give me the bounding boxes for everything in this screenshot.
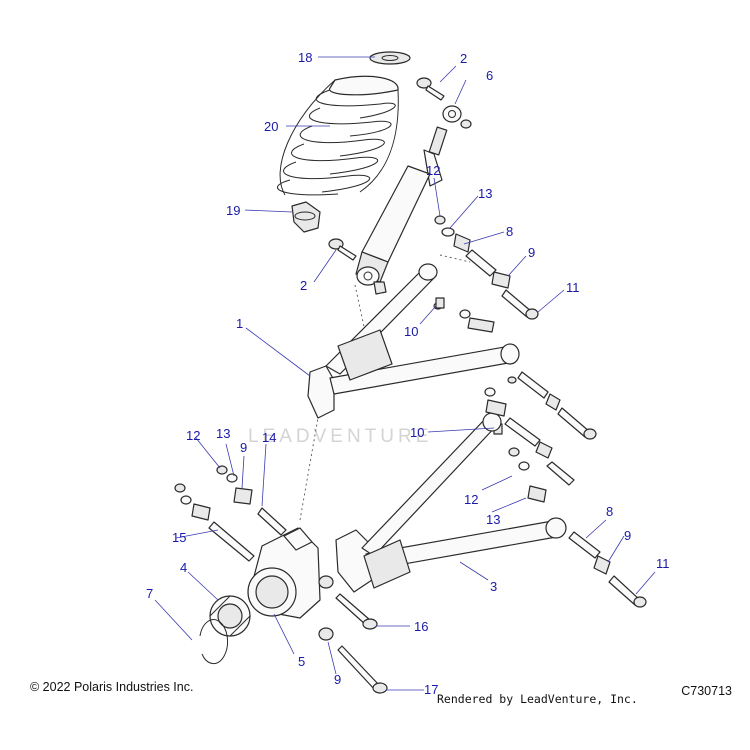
part-2-shock-bolt-lower	[328, 238, 387, 295]
callout-14: 14	[262, 430, 276, 445]
part-19-spring-seat	[291, 201, 321, 233]
callout-2-upper: 2	[460, 51, 467, 66]
drawing-number: C730713	[681, 684, 732, 698]
part-6-shock-bushing	[442, 105, 472, 129]
callout-9-left: 9	[240, 440, 247, 455]
upper-hardware-stack	[434, 215, 539, 320]
part-20-coil-spring	[277, 75, 399, 196]
copyright-text: © 2022 Polaris Industries Inc.	[30, 680, 194, 694]
callout-12-upper: 12	[426, 163, 440, 178]
rendered-by-text: Rendered by LeadVenture, Inc.	[437, 692, 638, 706]
callout-8-lower: 8	[606, 504, 613, 519]
callout-11-lower: 11	[656, 556, 670, 571]
callout-12-lower: 12	[464, 492, 478, 507]
watermark-text: LEADVENTURE	[248, 426, 433, 447]
callout-10-lower: 10	[410, 425, 424, 440]
callout-9-bottom: 9	[334, 672, 341, 687]
part-16-17-bolts	[335, 593, 388, 694]
callout-20: 20	[264, 119, 278, 134]
callout-13-upper: 13	[478, 186, 492, 201]
callout-10-upper: 10	[404, 324, 418, 339]
callout-9-lower-right: 9	[624, 528, 631, 543]
callout-5: 5	[298, 654, 305, 669]
callout-3: 3	[490, 579, 497, 594]
callout-13-lower: 13	[486, 512, 500, 527]
callout-6: 6	[486, 68, 493, 83]
callout-12-left: 12	[186, 428, 200, 443]
callout-16: 16	[414, 619, 428, 634]
callout-15: 15	[172, 530, 186, 545]
part-7-retaining-ring	[199, 619, 228, 664]
callout-17: 17	[424, 682, 438, 697]
part-18-spring-retainer	[369, 51, 411, 65]
part-4-bearing	[209, 595, 251, 637]
callout-9-upper: 9	[528, 245, 535, 260]
part-5-knuckle	[247, 527, 334, 641]
callout-numbers: 18 2 6 20 12 13 19 8 9 2 11 1 10 10 12 1…	[146, 50, 670, 697]
part-2-shock-bolt-upper	[416, 77, 445, 101]
callout-19: 19	[226, 203, 240, 218]
callout-8-upper: 8	[506, 224, 513, 239]
callout-7: 7	[146, 586, 153, 601]
callout-13-left: 13	[216, 426, 230, 441]
callout-18: 18	[298, 50, 312, 65]
callout-2-lower: 2	[300, 278, 307, 293]
callout-1: 1	[236, 316, 243, 331]
shock-absorber	[355, 126, 448, 286]
callout-4: 4	[180, 560, 187, 575]
callout-11-upper: 11	[566, 280, 580, 295]
part-3-lower-a-arm	[335, 387, 647, 608]
part-1-upper-a-arm	[307, 263, 597, 440]
leader-lines	[154, 56, 656, 691]
